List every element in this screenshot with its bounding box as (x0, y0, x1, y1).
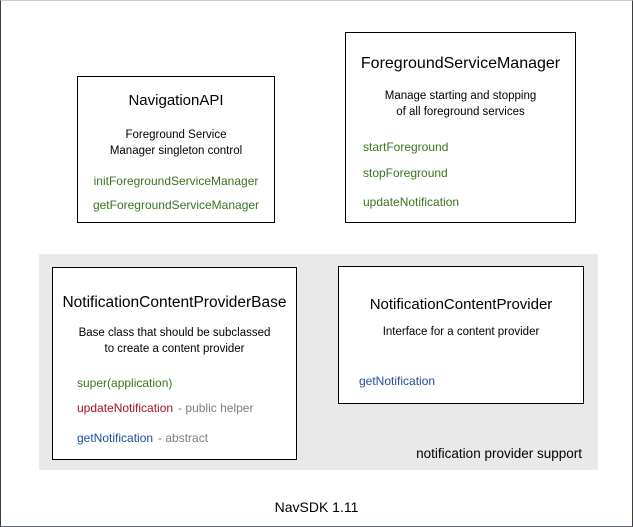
diagram-footer-title: NavSDK 1.11 (274, 499, 359, 515)
class-description-foreground-service-manager: Manage starting and stopping of all fore… (346, 88, 575, 120)
method-row-super-application: super(application) (77, 376, 172, 391)
description-line: Interface for a content provider (382, 326, 540, 338)
class-description-notification-content-provider: Interface for a content provider (339, 324, 583, 340)
method-label-stop-foreground: stopForeground (363, 166, 448, 180)
method-label-get-notification: getNotification (77, 431, 154, 445)
class-title-navigation-api: NavigationAPI (128, 92, 224, 109)
method-label-init-foreground-service-manager: initForegroundServiceManager (93, 174, 259, 188)
description-line: to create a content provider (104, 343, 245, 355)
description-line: Base class that should be subclassed (78, 327, 271, 339)
method-row-update-notification: updateNotification - public helper (77, 401, 253, 416)
class-description-notification-content-provider-base: Base class that should be subclassed to … (53, 325, 296, 357)
method-label-update-notification: updateNotification (77, 401, 174, 415)
class-title-notification-content-provider-base: NotificationContentProviderBase (62, 294, 287, 311)
method-annotation-public-helper: - public helper (178, 401, 254, 415)
method-label-start-foreground: startForeground (363, 140, 449, 154)
method-label-get-notification: getNotification (359, 374, 436, 388)
class-box-notification-content-provider-base: NotificationContentProviderBase Base cla… (52, 267, 297, 460)
class-title-foreground-service-manager: ForegroundServiceManager (360, 55, 561, 72)
method-label-update-notification: updateNotification (363, 195, 460, 209)
method-row-get-notification: getNotification - abstract (77, 431, 208, 446)
description-line: Manage starting and stopping (384, 90, 537, 102)
method-label-super-application: super(application) (77, 376, 173, 390)
method-annotation-abstract: - abstract (158, 431, 209, 445)
method-label-get-foreground-service-manager: getForegroundServiceManager (92, 198, 260, 212)
description-line: Manager singleton control (109, 145, 243, 157)
class-box-notification-content-provider: NotificationContentProvider Interface fo… (338, 266, 584, 404)
class-box-navigation-api: NavigationAPI Foreground Service Manager… (77, 76, 275, 223)
class-title-notification-content-provider: NotificationContentProvider (369, 296, 553, 313)
class-description-navigation-api: Foreground Service Manager singleton con… (78, 127, 274, 159)
description-line: Foreground Service (125, 129, 227, 141)
class-box-foreground-service-manager: ForegroundServiceManager Manage starting… (345, 32, 576, 223)
description-line: of all foreground services (396, 106, 525, 118)
